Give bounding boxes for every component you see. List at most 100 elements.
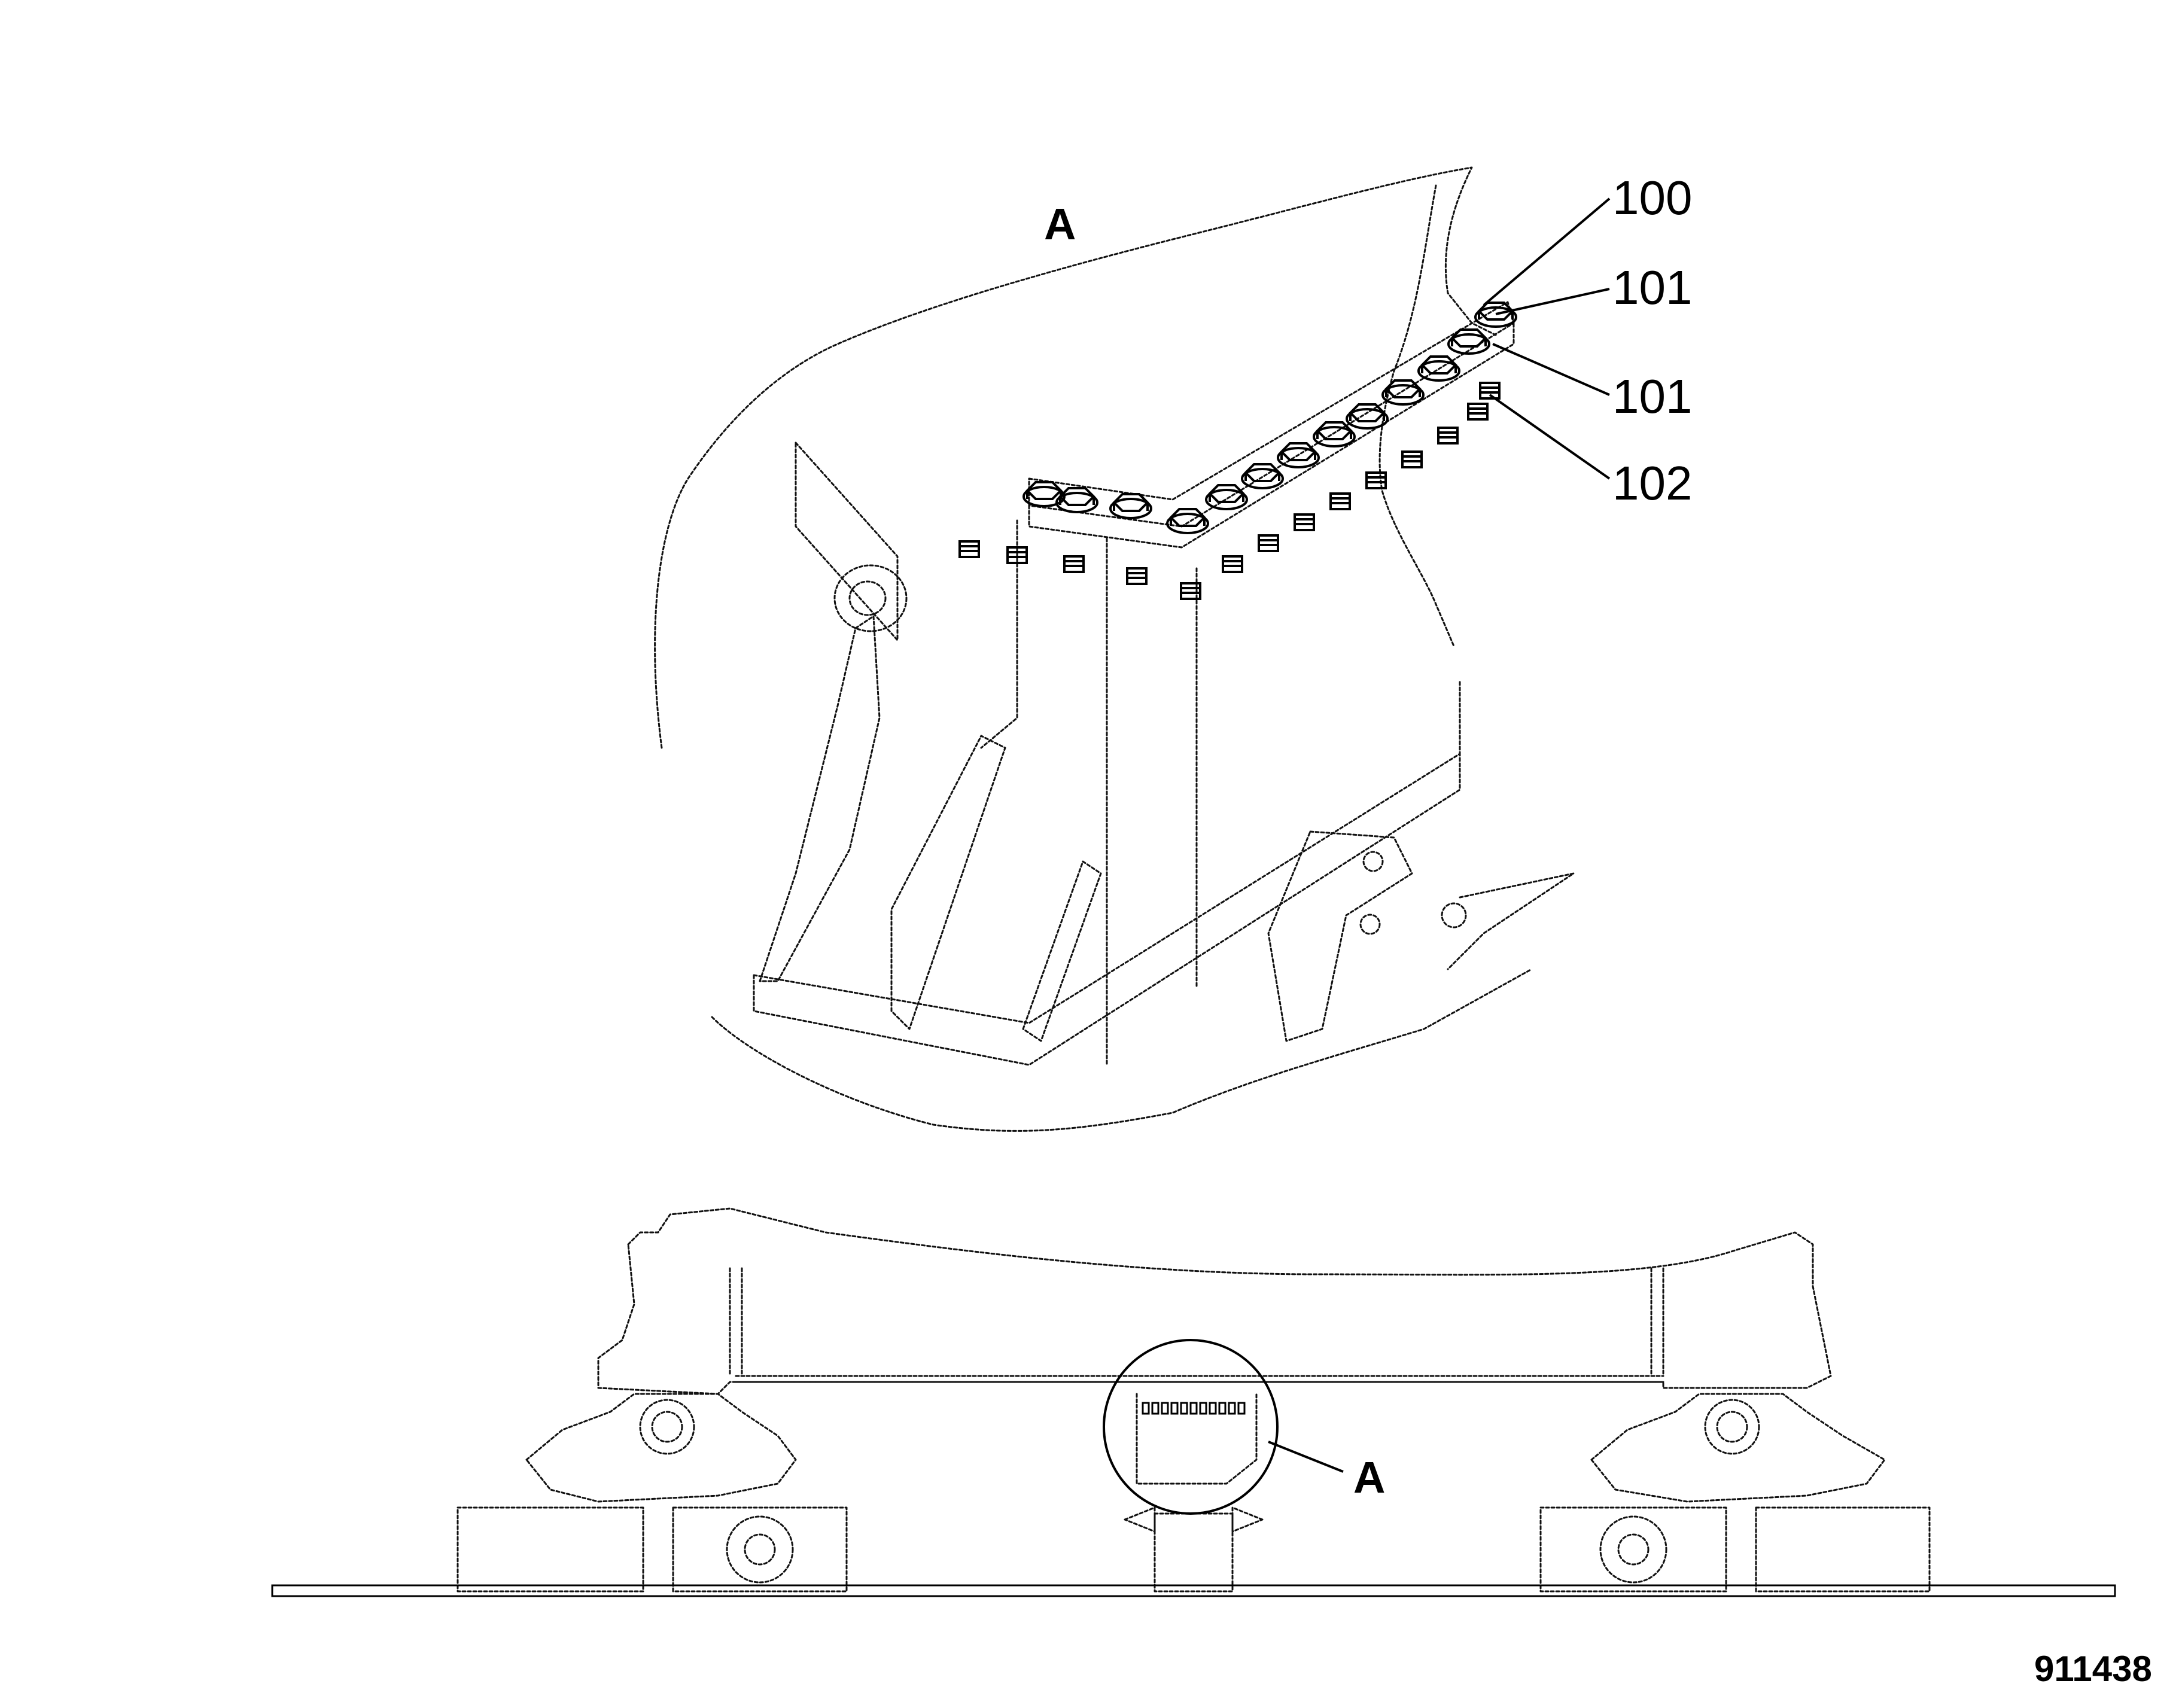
hull-inner-edge bbox=[1378, 184, 1455, 647]
bolt-washer bbox=[1474, 306, 1517, 328]
bogie-pivot bbox=[1704, 1399, 1760, 1455]
overview-bolt bbox=[1199, 1402, 1207, 1415]
mounting-plate-side bbox=[1028, 322, 1515, 549]
bolt-washer bbox=[1447, 333, 1490, 355]
center-bracket bbox=[1136, 1393, 1258, 1485]
bolt-washer bbox=[1022, 486, 1066, 507]
callout-101: 101 bbox=[1612, 370, 1692, 423]
hull-outline bbox=[654, 166, 1497, 749]
leader-line bbox=[1492, 343, 1610, 396]
housing-body bbox=[980, 519, 1461, 1066]
detail-view-label: A bbox=[1044, 199, 1076, 249]
overview-assembly: A bbox=[271, 1207, 2116, 1597]
bogie-frame bbox=[1590, 1393, 1886, 1503]
nut bbox=[1222, 555, 1243, 573]
leader-lines bbox=[1483, 197, 1611, 480]
overview-bolt bbox=[1189, 1402, 1198, 1415]
housing-web-2 bbox=[1022, 860, 1102, 1042]
overview-bolt bbox=[1151, 1402, 1160, 1415]
detail-leader bbox=[1268, 1441, 1344, 1473]
carrier-body bbox=[597, 1207, 1832, 1395]
bogie-left bbox=[457, 1393, 848, 1593]
bolt-head bbox=[1450, 328, 1487, 348]
bolt-washer bbox=[1055, 492, 1098, 513]
bogie-right bbox=[1539, 1393, 1931, 1593]
overview-bolt bbox=[1170, 1402, 1179, 1415]
housing-front bbox=[759, 615, 881, 982]
leader-line bbox=[1489, 394, 1611, 480]
rail bbox=[271, 1584, 2116, 1597]
drive-wheel-hub bbox=[1617, 1533, 1650, 1566]
linkage-pin bbox=[1359, 914, 1381, 935]
drive-wheel-hub bbox=[744, 1533, 776, 1566]
wheel-block bbox=[672, 1506, 848, 1593]
overview-bolt bbox=[1180, 1402, 1188, 1415]
linkage-pin bbox=[1362, 851, 1384, 872]
overview-bolt bbox=[1237, 1402, 1246, 1415]
bolt-head-row bbox=[1022, 302, 1517, 534]
bolt-head bbox=[1169, 508, 1206, 527]
pivot-bracket bbox=[795, 442, 899, 641]
center-foot bbox=[1154, 1512, 1234, 1593]
drive-wheel bbox=[726, 1515, 794, 1584]
base-frame bbox=[753, 753, 1461, 1066]
nut bbox=[1006, 546, 1028, 564]
bolt-head bbox=[1420, 355, 1457, 375]
nut bbox=[1479, 382, 1501, 400]
nut bbox=[1294, 513, 1315, 531]
bolt-head bbox=[1244, 463, 1281, 482]
detail-view-a: 100 101 101 102 A bbox=[654, 166, 1692, 1132]
pivot-bore bbox=[848, 580, 887, 616]
nut-row bbox=[958, 382, 1501, 600]
carrier-end-right bbox=[1650, 1267, 1664, 1377]
bolt-head bbox=[1208, 484, 1245, 503]
callout-100: 100 bbox=[1612, 171, 1692, 224]
bolt-washer bbox=[1381, 384, 1425, 406]
nut bbox=[1126, 567, 1148, 585]
bolt-washer bbox=[1277, 447, 1320, 468]
nut bbox=[1258, 534, 1279, 552]
nut bbox=[1365, 471, 1387, 489]
center-clamp bbox=[1124, 1506, 1264, 1533]
pivot-boss bbox=[833, 564, 908, 632]
leader-line bbox=[1495, 288, 1610, 315]
overview-bolt bbox=[1209, 1402, 1217, 1415]
bolt-washer bbox=[1241, 468, 1284, 489]
bogie-pivot-inner bbox=[651, 1411, 683, 1443]
overview-bolt bbox=[1142, 1402, 1150, 1415]
base-frame-lower bbox=[711, 968, 1533, 1132]
bolt-head bbox=[1025, 481, 1063, 500]
drive-wheel bbox=[1599, 1515, 1667, 1584]
nut bbox=[958, 540, 980, 558]
nut bbox=[1401, 450, 1423, 468]
bolt-head bbox=[1280, 442, 1317, 461]
nut bbox=[1063, 555, 1085, 573]
linkage-arm bbox=[1267, 830, 1413, 1042]
housing-web-1 bbox=[890, 735, 1006, 1030]
bolt-washer bbox=[1109, 498, 1152, 519]
nut bbox=[1329, 492, 1351, 510]
bolt-head bbox=[1316, 421, 1353, 440]
detail-reference-label: A bbox=[1353, 1453, 1385, 1502]
bolt-head bbox=[1384, 379, 1422, 398]
bolt-head bbox=[1112, 493, 1149, 512]
callout-101: 101 bbox=[1612, 261, 1692, 314]
bolt-washer bbox=[1166, 513, 1209, 534]
wheel-block bbox=[457, 1506, 644, 1593]
bolt-head bbox=[1349, 403, 1386, 422]
overview-bolt-row bbox=[1142, 1402, 1246, 1415]
figure-number: 911438 bbox=[2034, 1649, 2152, 1689]
overview-bolt bbox=[1218, 1402, 1227, 1415]
nut bbox=[1467, 403, 1489, 421]
nut bbox=[1437, 427, 1459, 444]
carrier-end-left bbox=[729, 1267, 743, 1377]
bogie-pivot-inner bbox=[1716, 1411, 1748, 1443]
overview-bolt bbox=[1161, 1402, 1169, 1415]
bogie-pivot bbox=[639, 1399, 695, 1455]
leader-line bbox=[1483, 197, 1611, 306]
linkage-pin bbox=[1441, 902, 1467, 928]
linkage-fin bbox=[1447, 872, 1575, 970]
bolt-head bbox=[1058, 487, 1095, 506]
bolt-washer bbox=[1205, 489, 1248, 510]
